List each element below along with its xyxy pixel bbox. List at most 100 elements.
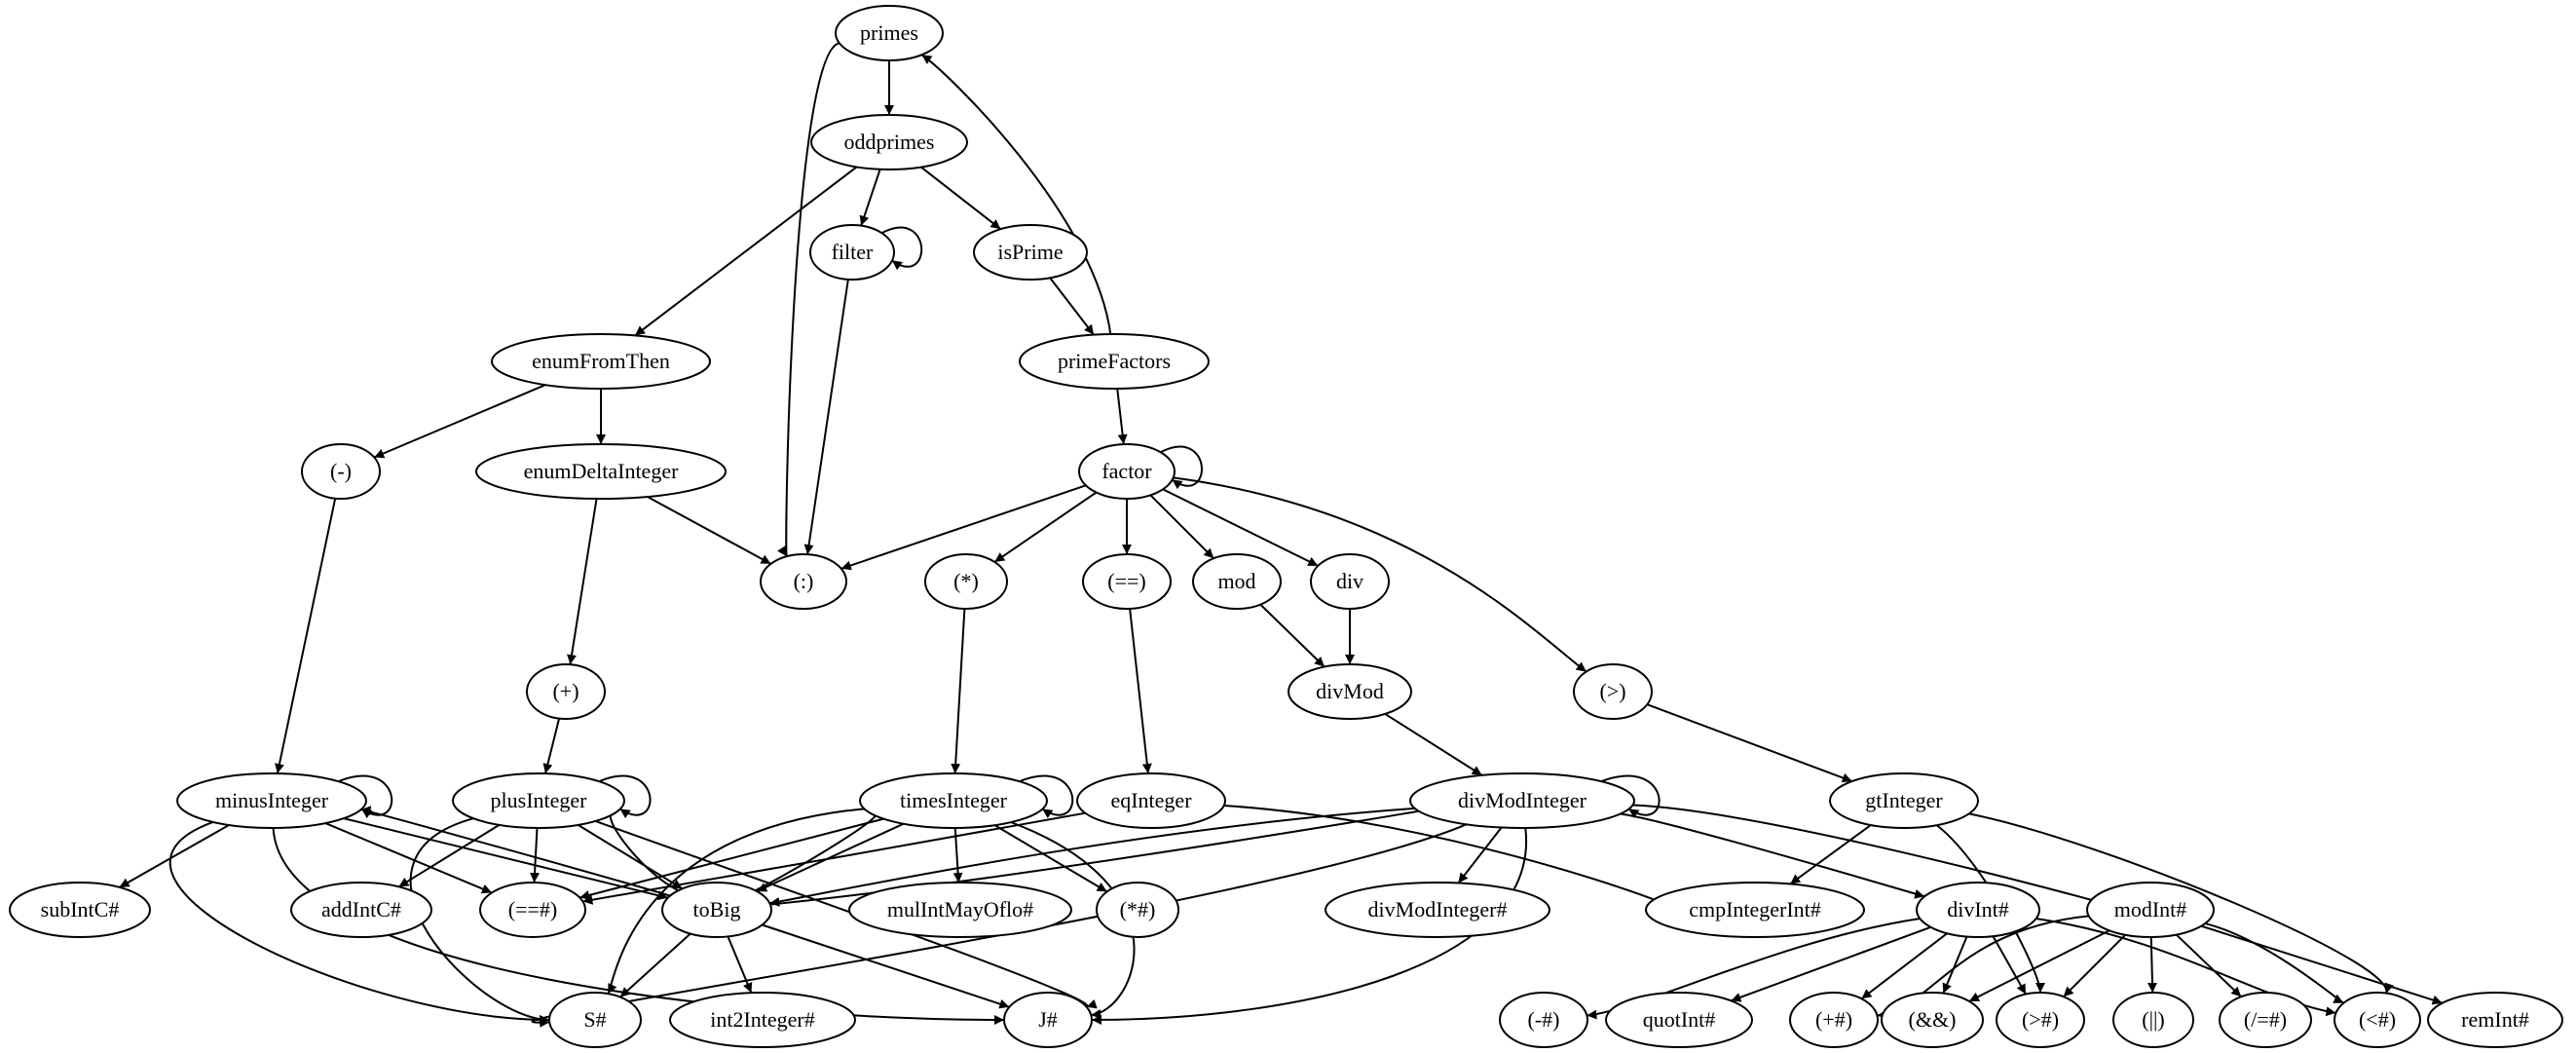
node-primeFactors[interactable]: primeFactors xyxy=(1019,333,1210,390)
node-eqInteger[interactable]: eqInteger xyxy=(1076,772,1226,829)
node-gt[interactable]: (>) xyxy=(1573,663,1653,720)
edge-minusInteger-to-SHash xyxy=(168,820,550,1025)
node-shape xyxy=(479,882,586,938)
node-gtInteger[interactable]: gtInteger xyxy=(1829,772,1979,829)
node-plus[interactable]: (+) xyxy=(526,663,606,720)
node-shape xyxy=(1096,882,1179,938)
edge-enumFromThen-to-minus xyxy=(373,384,546,459)
edge-toBig-to-int2Integer xyxy=(727,936,753,994)
node-label: divMod xyxy=(1316,679,1384,703)
edge-primes-to-cons xyxy=(777,42,840,557)
edge-modIntHash-to-gtHash xyxy=(2063,934,2126,997)
node-cmpIntegerInt[interactable]: cmpIntegerInt# xyxy=(1645,882,1865,938)
node-shape xyxy=(1310,553,1390,610)
node-label: (>) xyxy=(1599,679,1625,703)
edge-modIntHash-to-remInt xyxy=(2200,924,2444,1005)
node-isPrime[interactable]: isPrime xyxy=(973,224,1088,281)
node-layer: primes oddprimes filter isPrime enumFromThen… xyxy=(9,5,2563,1048)
node-shape xyxy=(2086,882,2215,938)
node-minus[interactable]: (-) xyxy=(301,443,381,500)
node-shape xyxy=(475,443,727,500)
node-label: (*) xyxy=(953,569,979,593)
edge-gtInteger-to-cmpIntegerInt xyxy=(1789,824,1872,885)
node-shape xyxy=(1288,663,1412,720)
node-shape xyxy=(924,553,1008,610)
edge-filter-to-cons xyxy=(803,279,849,555)
node-plusHash[interactable]: (+#) xyxy=(1789,992,1879,1048)
edge-eqInteger-to-cmpIntegerInt xyxy=(1223,804,1664,906)
edge-factor-to-mod xyxy=(1149,494,1214,559)
node-divModInteger[interactable]: divModInteger xyxy=(1409,772,1635,829)
node-shape xyxy=(1325,882,1550,938)
node-minusInteger[interactable]: minusInteger xyxy=(176,772,367,829)
node-shape xyxy=(810,114,968,170)
node-label: S# xyxy=(583,1007,606,1032)
node-shape xyxy=(1829,772,1979,829)
node-remInt[interactable]: remInt# xyxy=(2427,992,2563,1048)
edge-factor-to-cons xyxy=(840,484,1087,571)
node-times[interactable]: (*) xyxy=(924,553,1008,610)
node-andand[interactable]: (&&) xyxy=(1881,992,1984,1048)
node-cons[interactable]: (:) xyxy=(760,553,847,610)
edge-plusInteger-to-plusInteger xyxy=(598,774,652,819)
node-divIntHash[interactable]: divInt# xyxy=(1916,882,2040,938)
node-shape xyxy=(973,224,1088,281)
edge-enumDeltaInteger-to-plus xyxy=(567,498,598,665)
node-label: (&&) xyxy=(1909,1007,1957,1032)
edge-minusInteger-to-subIntC xyxy=(119,824,230,888)
node-mod[interactable]: mod xyxy=(1192,553,1282,610)
node-eqeq[interactable]: (==) xyxy=(1082,553,1172,610)
node-label: (-#) xyxy=(1528,1007,1560,1032)
node-shape xyxy=(2333,992,2421,1048)
node-eqeqHash[interactable]: (==#) xyxy=(479,882,586,938)
node-addIntC[interactable]: addIntC# xyxy=(290,882,432,938)
node-divMod[interactable]: divMod xyxy=(1288,663,1412,720)
node-mulIntMayOflo[interactable]: mulIntMayOflo# xyxy=(848,882,1072,938)
node-label: (==) xyxy=(1107,569,1145,593)
node-shape xyxy=(1003,992,1093,1048)
edge-toBig-to-minusInteger xyxy=(360,806,671,897)
node-shape xyxy=(835,5,944,61)
node-SHash[interactable]: S# xyxy=(548,992,642,1048)
edge-oddprimes-to-filter xyxy=(859,169,881,226)
edge-minusInteger-to-minusInteger xyxy=(337,774,393,819)
node-enumDeltaInteger[interactable]: enumDeltaInteger xyxy=(475,443,727,500)
node-plusInteger[interactable]: plusInteger xyxy=(452,772,625,829)
node-ltHash[interactable]: (<#) xyxy=(2333,992,2421,1048)
node-timesHash[interactable]: (*#) xyxy=(1096,882,1179,938)
node-shape xyxy=(1082,553,1172,610)
node-label: quotInt# xyxy=(1643,1007,1716,1032)
node-int2Integer[interactable]: int2Integer# xyxy=(669,992,856,1048)
edge-divModInteger-to-modIntHash xyxy=(1632,804,2102,906)
node-filter[interactable]: filter xyxy=(809,224,895,281)
node-quotInt[interactable]: quotInt# xyxy=(1605,992,1753,1048)
node-shape xyxy=(848,882,1072,938)
node-oror[interactable]: (||) xyxy=(2112,992,2194,1048)
edge-divIntHash-to-gtHash xyxy=(1992,935,2027,996)
edge-eqInteger-to-eqeqHash xyxy=(582,811,1086,905)
node-divModIntegerHash[interactable]: divModInteger# xyxy=(1325,882,1550,938)
node-minusHash[interactable]: (-#) xyxy=(1499,992,1588,1048)
node-JHash[interactable]: J# xyxy=(1003,992,1093,1048)
node-timesInteger[interactable]: timesInteger xyxy=(859,772,1048,829)
node-subIntC[interactable]: subIntC# xyxy=(9,882,151,938)
node-label: addIntC# xyxy=(321,897,401,921)
node-div[interactable]: div xyxy=(1310,553,1390,610)
node-label: gtInteger xyxy=(1865,788,1943,812)
node-toBig[interactable]: toBig xyxy=(661,882,772,938)
node-oddprimes[interactable]: oddprimes xyxy=(810,114,968,170)
edge-timesInteger-to-JHash xyxy=(1010,821,1136,1019)
node-primes[interactable]: primes xyxy=(835,5,944,61)
edge-primeFactors-to-factor xyxy=(1116,388,1128,445)
edge-times-to-timesInteger xyxy=(951,608,966,774)
node-neqHash[interactable]: (/=#) xyxy=(2219,992,2312,1048)
edge-toBig-to-JHash xyxy=(762,923,1010,1009)
node-enumFromThen[interactable]: enumFromThen xyxy=(491,333,711,390)
node-label: plusInteger xyxy=(491,788,588,812)
edge-plusInteger-to-addIntC xyxy=(397,824,501,888)
node-modIntHash[interactable]: modInt# xyxy=(2086,882,2215,938)
edge-divModInteger-to-divModIntegerHash xyxy=(1457,826,1503,884)
node-factor[interactable]: factor xyxy=(1078,443,1176,500)
node-gtHash[interactable]: (>#) xyxy=(1996,992,2085,1048)
